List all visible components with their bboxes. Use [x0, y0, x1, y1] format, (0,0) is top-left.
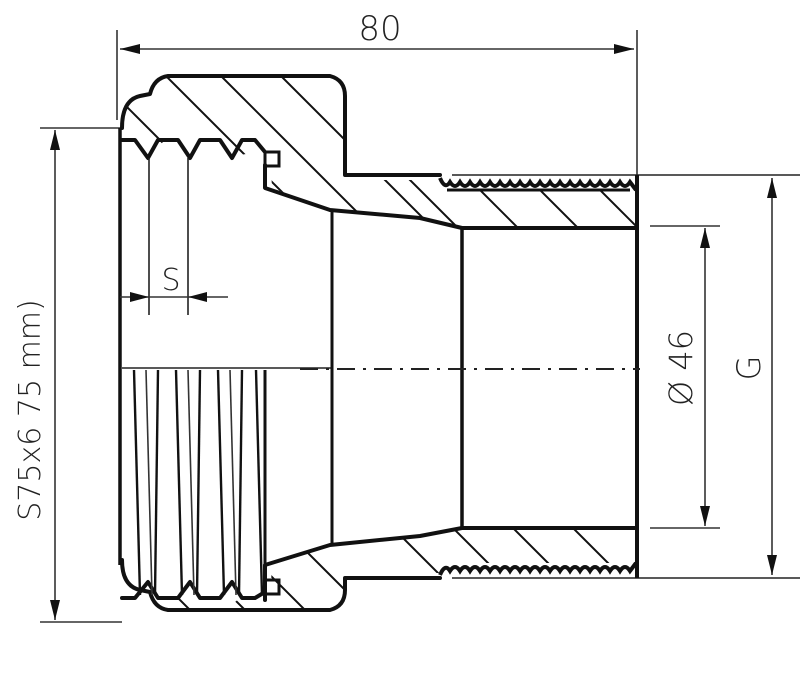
nut-upper-section: [120, 74, 800, 230]
outer-thread-top: [438, 177, 638, 192]
overall-length-label: 80: [358, 9, 401, 49]
dimension-overall-length: 80: [116, 9, 638, 175]
arrowhead-left-icon: [120, 44, 140, 54]
outer-thread-label: G: [730, 356, 768, 381]
arrowhead-up-icon: [50, 130, 60, 150]
arrowhead-right-icon: [614, 44, 634, 54]
dimension-nut-thread: S75x6 75 mm): [13, 127, 122, 623]
seal-groove-top: [263, 150, 281, 168]
arrowhead-g-down-icon: [767, 555, 777, 575]
arrowhead-g-up-icon: [767, 178, 777, 198]
inner-diameter-label: Ø 46: [662, 330, 700, 406]
arrowhead-d-up-icon: [700, 228, 710, 248]
arrowhead-d-down-icon: [700, 506, 710, 526]
thread-pitch-label: S: [161, 263, 180, 298]
hatching-lower: [122, 528, 635, 610]
thread-flanks: [132, 369, 267, 596]
arrowhead-down-icon: [50, 600, 60, 620]
dimension-outer-thread: G: [730, 178, 777, 575]
dimension-inner-diameter: Ø 46: [650, 225, 720, 529]
arrowhead-s-left-icon: [130, 292, 149, 302]
outer-thread-bottom: [438, 561, 638, 576]
dimension-thread-pitch: S: [120, 158, 228, 315]
bore-outline: [300, 175, 640, 578]
nut-thread-label: S75x6 75 mm): [13, 299, 48, 520]
arrowhead-s-right-icon: [188, 292, 207, 302]
internal-thread-view: [118, 128, 332, 596]
